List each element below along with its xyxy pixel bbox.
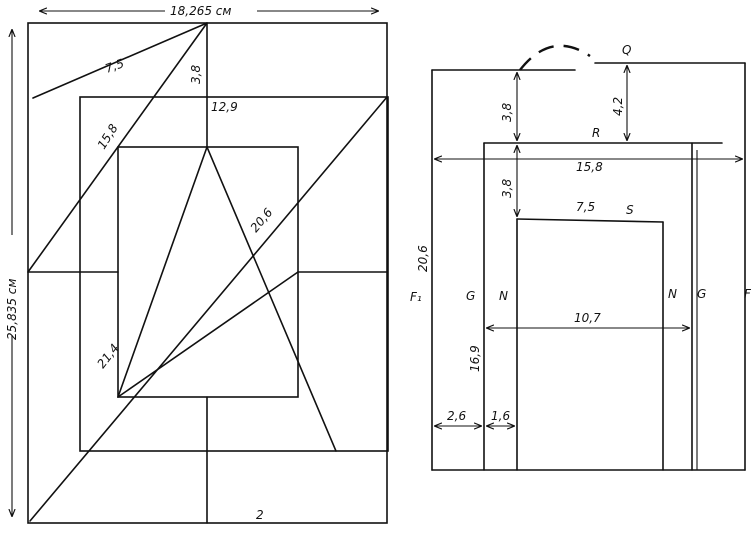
label-S: S bbox=[626, 203, 634, 217]
label-N-right: N bbox=[668, 287, 677, 301]
label-10-7: 10,7 bbox=[574, 311, 601, 325]
diagonal-15-8 bbox=[27, 22, 208, 273]
label-R: R bbox=[592, 126, 600, 140]
triangle-left-edge bbox=[117, 146, 208, 398]
label-1-6: 1,6 bbox=[491, 409, 510, 423]
label-7-5: 7,5 bbox=[103, 56, 126, 76]
label-4-2: 4,2 bbox=[611, 97, 625, 116]
triangle-right-edge bbox=[206, 146, 337, 452]
height-label: 25,835 см bbox=[5, 279, 19, 340]
label-20-6: 20,6 bbox=[248, 205, 276, 235]
label-2: 2 bbox=[256, 508, 264, 522]
neck-arc bbox=[519, 44, 591, 71]
diagonal-20-6 bbox=[117, 271, 299, 398]
middle-rectangle bbox=[79, 96, 389, 452]
label-G-left: G bbox=[466, 289, 475, 303]
label-G-right: G bbox=[697, 287, 706, 301]
width-label: 18,265 см bbox=[170, 4, 231, 18]
label-12-9: 12,9 bbox=[211, 100, 238, 114]
left-figure: 18,265 см 25,835 см 7,5 3,8 12,9 15,8 20… bbox=[4, 2, 389, 524]
label-15-8: 15,8 bbox=[576, 160, 603, 174]
label-F1: F₁ bbox=[410, 290, 422, 304]
width-label-bg bbox=[165, 2, 257, 18]
label-7-5: 7,5 bbox=[576, 200, 595, 214]
label-20-6: 20,6 bbox=[416, 245, 430, 272]
label-F: F bbox=[744, 287, 752, 301]
diagonal-7-5 bbox=[32, 22, 208, 99]
height-label-bg bbox=[4, 235, 20, 335]
inner-rectangle bbox=[117, 146, 299, 398]
label-16-9: 16,9 bbox=[468, 345, 482, 372]
label-3-8: 3,8 bbox=[189, 65, 203, 84]
label-N-left: N bbox=[499, 289, 508, 303]
inner-top-edge bbox=[516, 218, 664, 223]
label-3-8-mid: 3,8 bbox=[500, 179, 514, 198]
label-3-8-top: 3,8 bbox=[500, 103, 514, 122]
label-Q: Q bbox=[622, 43, 631, 57]
diagonal-21-4 bbox=[29, 96, 388, 522]
label-2-6: 2,6 bbox=[447, 409, 466, 423]
right-figure: Q R S 3,8 4,2 15,8 3,8 7,5 20,6 F₁ G N N… bbox=[410, 43, 752, 471]
